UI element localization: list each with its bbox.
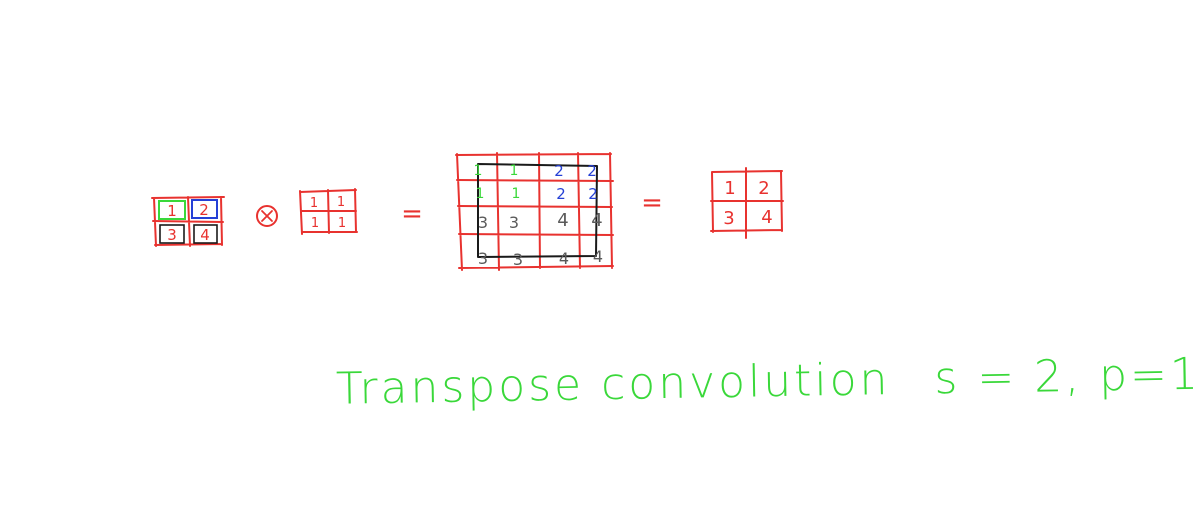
equals-sign-2: = bbox=[641, 188, 663, 218]
upsampled-matrix: 1 1 2 2 1 1 2 2 3 3 4 4 3 3 4 4 bbox=[455, 152, 614, 271]
caption-params: s = 2, p=1 bbox=[933, 348, 1201, 405]
upsampled-cell-0-3: 2 bbox=[587, 162, 597, 180]
output-grid-lines bbox=[710, 167, 784, 239]
output-cell-0: 1 bbox=[724, 178, 735, 199]
upsampled-cell-2-3: 4 bbox=[591, 210, 602, 231]
upsampled-cell-2-2: 4 bbox=[557, 210, 568, 231]
caption-title: Transpose convolution bbox=[335, 354, 891, 415]
input-matrix: 1 2 3 4 bbox=[151, 196, 225, 247]
output-cell-3: 4 bbox=[761, 207, 772, 228]
handwritten-caption: Transpose convolution s = 2, p=1 bbox=[335, 346, 1201, 422]
output-matrix: 1 2 3 4 bbox=[710, 167, 784, 239]
upsampled-cell-3-0: 3 bbox=[478, 249, 488, 268]
upsampled-cell-3-3: 4 bbox=[593, 247, 603, 266]
input-highlight-green bbox=[158, 200, 186, 220]
upsampled-cell-0-2: 2 bbox=[554, 162, 564, 180]
upsampled-cell-1-1: 1 bbox=[512, 186, 521, 202]
convolution-operator-cross bbox=[261, 210, 273, 222]
kernel-matrix: 1 1 1 1 bbox=[299, 188, 358, 235]
input-highlight-black-2 bbox=[193, 224, 218, 244]
upsampled-cell-3-2: 4 bbox=[559, 249, 569, 268]
input-highlight-blue bbox=[191, 199, 218, 219]
upsampled-cell-1-2: 2 bbox=[556, 185, 566, 203]
convolution-operator: ⊛ bbox=[256, 205, 278, 227]
input-grid-lines bbox=[151, 196, 225, 247]
upsampled-cell-1-3: 2 bbox=[588, 185, 598, 203]
kernel-cell-0: 1 bbox=[310, 196, 318, 211]
whiteboard-canvas: 1 2 3 4 ⊛ 1 1 1 1 = 1 1 2 2 1 1 2 2 3 3 … bbox=[151, 152, 784, 271]
convolution-operator-circle bbox=[256, 205, 278, 227]
upsampled-cell-3-1: 3 bbox=[513, 250, 523, 269]
upsampled-cell-1-0: 1 bbox=[476, 186, 485, 202]
equals-sign-1: = bbox=[401, 199, 423, 229]
kernel-cell-2: 1 bbox=[311, 216, 319, 231]
input-cell-2: 3 bbox=[167, 226, 177, 244]
caption-gap bbox=[891, 393, 935, 394]
upsampled-grid-lines bbox=[455, 152, 614, 271]
upsampled-cell-2-0: 3 bbox=[478, 213, 488, 232]
receptive-field-box bbox=[477, 163, 598, 258]
input-cell-3: 4 bbox=[200, 226, 210, 244]
input-highlight-black-1 bbox=[159, 224, 185, 244]
output-cell-2: 3 bbox=[723, 208, 734, 229]
input-cell-1: 2 bbox=[199, 201, 209, 219]
kernel-grid-lines bbox=[299, 188, 358, 235]
kernel-cell-3: 1 bbox=[338, 216, 346, 231]
input-cell-0: 1 bbox=[167, 202, 177, 220]
upsampled-cell-0-1: 1 bbox=[510, 163, 519, 179]
kernel-cell-1: 1 bbox=[337, 195, 345, 210]
upsampled-cell-2-1: 3 bbox=[509, 213, 519, 232]
upsampled-cell-0-0: 1 bbox=[474, 163, 483, 179]
output-cell-1: 2 bbox=[758, 178, 769, 199]
